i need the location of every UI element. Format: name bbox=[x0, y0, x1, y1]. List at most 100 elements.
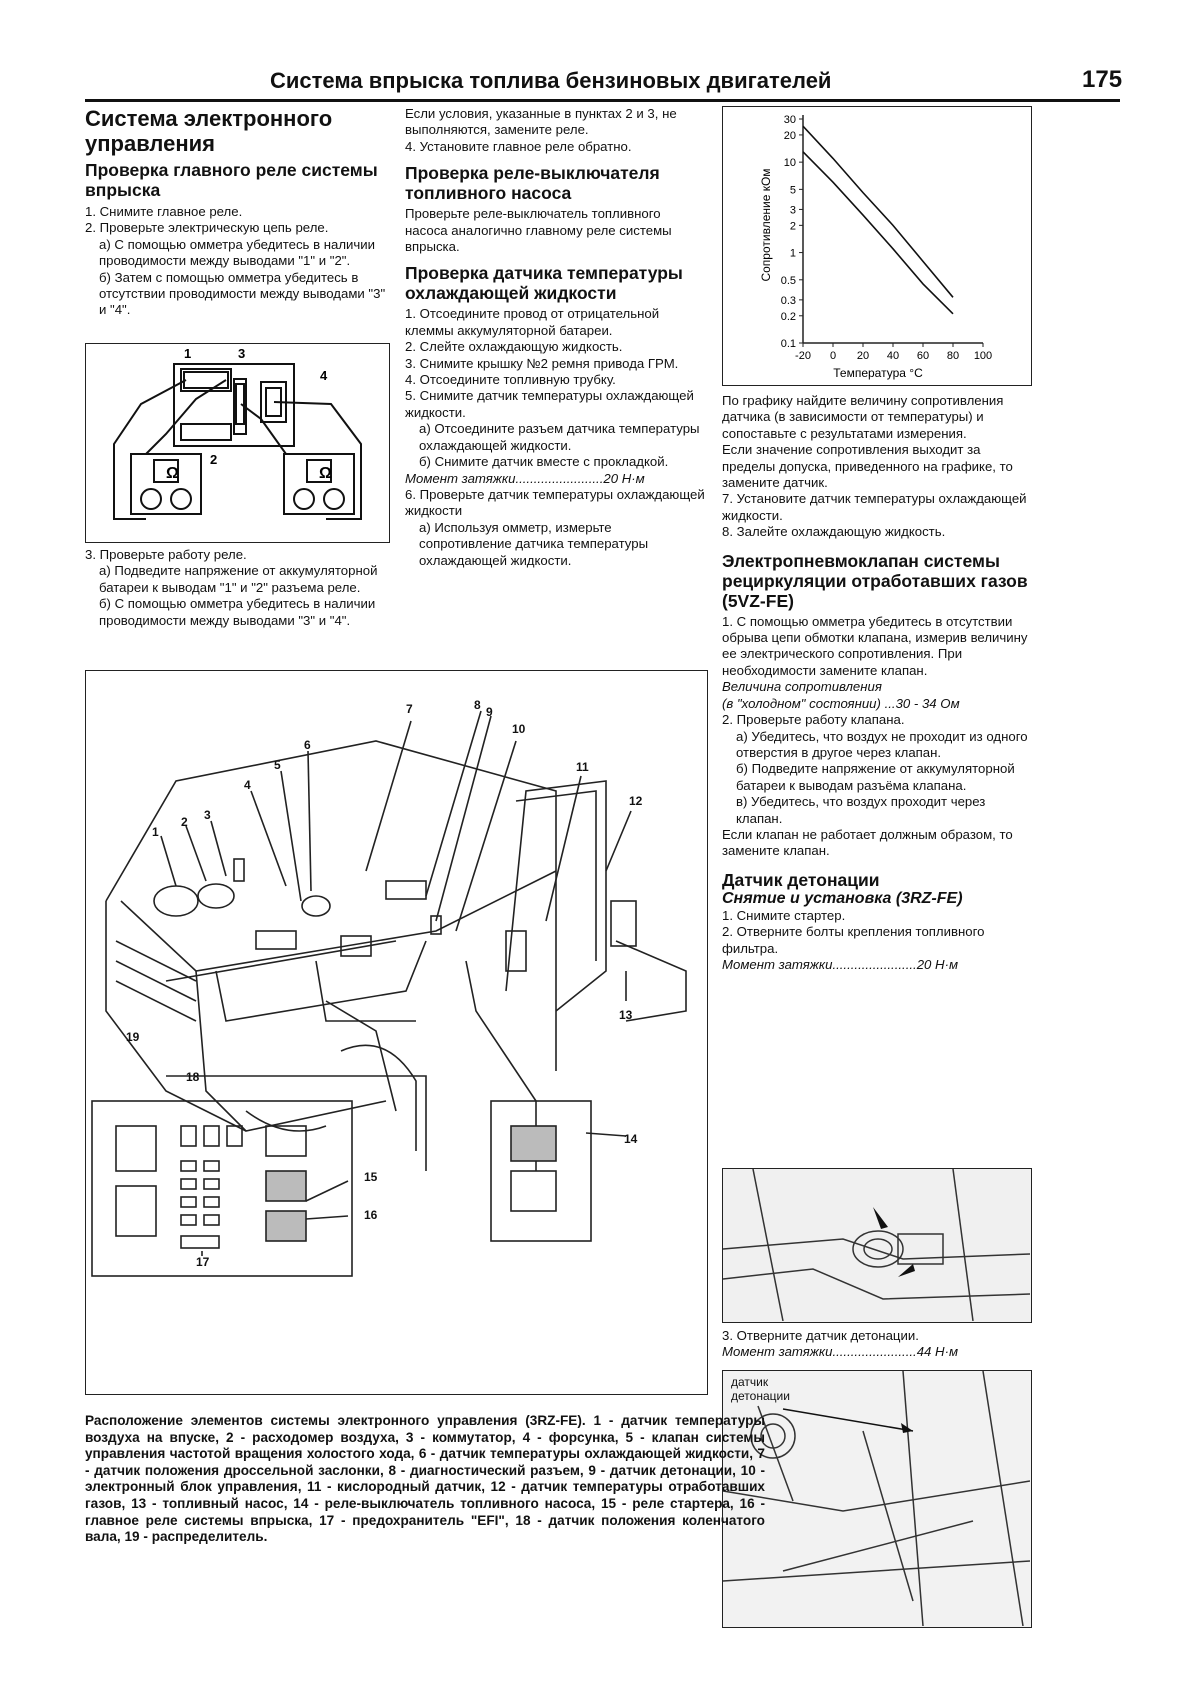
callout-label-8: 8 bbox=[474, 698, 481, 712]
callout-label-4: 4 bbox=[244, 778, 251, 792]
knock-sensor-subtitle: Снятие и установка (3RZ-FE) bbox=[722, 889, 963, 907]
callout-label-5: 5 bbox=[274, 758, 281, 772]
y-tick-label: 5 bbox=[790, 184, 796, 196]
callout-label-14: 14 bbox=[624, 1132, 638, 1146]
valve-step-2c: в) Убедитесь, что воздух проходит через … bbox=[736, 794, 986, 826]
torque-line: Момент затяжки........................20… bbox=[405, 471, 705, 487]
knock-torque-2-dots: ....................... bbox=[832, 1344, 917, 1360]
callout-label-16: 16 bbox=[364, 1208, 378, 1222]
column-2: Если условия, указанные в пунктах 2 и 3,… bbox=[405, 106, 705, 569]
callout-label-17: 17 bbox=[196, 1255, 210, 1269]
callout-label-3: 3 bbox=[204, 808, 211, 822]
valve-step-2a: а) Убедитесь, что воздух не проходит из … bbox=[736, 728, 1028, 760]
y-tick-label: 30 bbox=[784, 114, 796, 126]
sensor-step-4: 4. Отсоедините топливную трубку. bbox=[405, 372, 616, 388]
callout-label-11: 11 bbox=[576, 760, 589, 774]
step-1: 1. Снимите главное реле. bbox=[85, 204, 243, 219]
ohmmeter-right-symbol: Ω bbox=[319, 465, 332, 482]
sensor-step-5: 5. Снимите датчик температуры охлаждающе… bbox=[405, 388, 694, 420]
knock-step-2: 2. Отверните болты крепления топливного … bbox=[722, 924, 985, 956]
step-2: 2. Проверьте электрическую цепь реле. bbox=[85, 220, 329, 236]
column-1: Система электронного управления Проверка… bbox=[85, 106, 390, 319]
callout-label-13: 13 bbox=[619, 1008, 633, 1022]
column-1-lower: 3. Проверьте работу реле. а) Подведите н… bbox=[85, 547, 390, 629]
x-tick-label: 60 bbox=[917, 350, 929, 362]
y-tick-label: 10 bbox=[784, 157, 796, 169]
sensor-step-2: 2. Слейте охлаждающую жидкость. bbox=[405, 339, 623, 355]
header-rule bbox=[85, 99, 1120, 102]
step-3: 3. Проверьте работу реле. bbox=[85, 547, 247, 562]
x-tick-label: 0 bbox=[830, 350, 836, 362]
callout-label-9: 9 bbox=[486, 705, 493, 719]
series-line-2 bbox=[802, 151, 954, 315]
resistance-line: (в "холодном" состоянии) ...30 - 34 Ом bbox=[722, 696, 1032, 712]
valve-step-2b: б) Подведите напряжение от аккумуляторно… bbox=[736, 761, 1015, 793]
knock-sensor-drawing bbox=[722, 1370, 1031, 1627]
torque-dots: ........................ bbox=[515, 470, 604, 486]
callout-label-1: 1 bbox=[152, 825, 159, 839]
sensor-step-6a: а) Используя омметр, измерьте сопротивле… bbox=[419, 519, 649, 568]
knock-step-3: 3. Отверните датчик детонации. bbox=[722, 1328, 919, 1343]
relay-test-figure: Ω Ω 1 3 4 2 bbox=[85, 343, 390, 543]
y-tick-label: 0.1 bbox=[781, 338, 796, 350]
callout-label-10: 10 bbox=[512, 722, 526, 736]
sensor-step-6: 6. Проверьте датчик температуры охлаждаю… bbox=[405, 486, 705, 519]
figure-caption: Расположение элементов системы электронн… bbox=[85, 1413, 765, 1546]
knock-torque-dots: ....................... bbox=[832, 956, 917, 972]
knock-step-1: 1. Снимите стартер. bbox=[722, 907, 846, 923]
section-title: Система электронного управления bbox=[85, 106, 333, 156]
resistance-condition: (в "холодном" состоянии) bbox=[722, 695, 881, 711]
knock-sensor-photo-label: датчик детонации bbox=[731, 1375, 790, 1403]
sensor-step-5b: б) Снимите датчик вместе с прокладкой. bbox=[419, 454, 669, 470]
valve-step-2: 2. Проверьте работу клапана. bbox=[722, 712, 905, 728]
y-tick-label: 20 bbox=[784, 130, 796, 142]
x-tick-label: 40 bbox=[887, 350, 899, 362]
graph-text: По графику найдите величину сопротивлени… bbox=[722, 393, 1004, 441]
ohmmeter-left-symbol: Ω bbox=[166, 465, 179, 482]
y-tick-label: 0.3 bbox=[781, 295, 796, 307]
coolant-sensor-title: Проверка датчика температуры охлаждающей… bbox=[405, 263, 683, 304]
y-tick-label: 2 bbox=[790, 220, 796, 232]
callout-label-15: 15 bbox=[364, 1170, 378, 1184]
sensor-step-5a: а) Отсоедините разъем датчика температур… bbox=[419, 421, 700, 453]
knock-torque-value: 20 Н·м bbox=[916, 956, 959, 972]
step-3a: а) Подведите напряжение от аккумуляторно… bbox=[99, 563, 378, 595]
knock-torque-2: Момент затяжки.......................44 … bbox=[722, 1344, 1032, 1360]
knock-torque-2-label: Момент затяжки bbox=[722, 1344, 833, 1360]
sensor-step-7: 7. Установите датчик температуры охлажда… bbox=[722, 491, 1027, 523]
starter-photo-drawing bbox=[722, 1168, 1031, 1322]
x-tick-label: 80 bbox=[947, 350, 959, 362]
relay-label-4: 4 bbox=[320, 368, 328, 383]
knock-sensor-photo: датчик детонации bbox=[722, 1370, 1032, 1628]
graph-text-2: Если значение сопротивления выходит за п… bbox=[722, 442, 1013, 491]
x-tick-label: -20 bbox=[795, 350, 811, 362]
relay-label-2: 2 bbox=[210, 452, 217, 467]
cont-text: Если условия, указанные в пунктах 2 и 3,… bbox=[405, 106, 677, 138]
callout-label-12: 12 bbox=[629, 794, 643, 808]
starter-photo bbox=[722, 1168, 1032, 1323]
y-tick-label: 0.5 bbox=[781, 275, 796, 287]
relay-label-3: 3 bbox=[238, 346, 245, 361]
callout-label-19: 19 bbox=[126, 1030, 140, 1044]
valve-step-1: 1. С помощью омметра убедитесь в отсутст… bbox=[722, 613, 1028, 678]
sensor-step-3: 3. Снимите крышку №2 ремня привода ГРМ. bbox=[405, 355, 679, 371]
sensor-step-8: 8. Залейте охлаждающую жидкость. bbox=[722, 524, 946, 540]
resistance-label: Величина сопротивления bbox=[722, 679, 882, 695]
x-tick-label: 20 bbox=[857, 350, 869, 362]
step-3b: б) С помощью омметра убедитесь в наличии… bbox=[99, 596, 376, 628]
y-tick-label: 0.2 bbox=[781, 311, 796, 323]
callout-label-2: 2 bbox=[181, 815, 188, 829]
torque-value: 20 Н·м bbox=[603, 470, 645, 486]
knock-torque-1: Момент затяжки.......................20 … bbox=[722, 957, 1032, 973]
sensor-step-1: 1. Отсоедините провод от отрицательной к… bbox=[405, 306, 660, 338]
knock-sensor-title: Датчик детонации bbox=[722, 869, 880, 890]
relay-diagram: Ω Ω 1 3 4 2 bbox=[113, 346, 362, 520]
relay-label-1: 1 bbox=[184, 346, 191, 361]
pump-relay-text: Проверьте реле-выключатель топливного на… bbox=[405, 206, 672, 255]
caption-body: 1 - датчик температуры воздуха на впуске… bbox=[85, 1413, 765, 1545]
callout-label-7: 7 bbox=[406, 702, 413, 716]
page-number: 175 bbox=[1082, 66, 1123, 93]
caption-title: Расположение элементов системы электронн… bbox=[85, 1413, 586, 1428]
